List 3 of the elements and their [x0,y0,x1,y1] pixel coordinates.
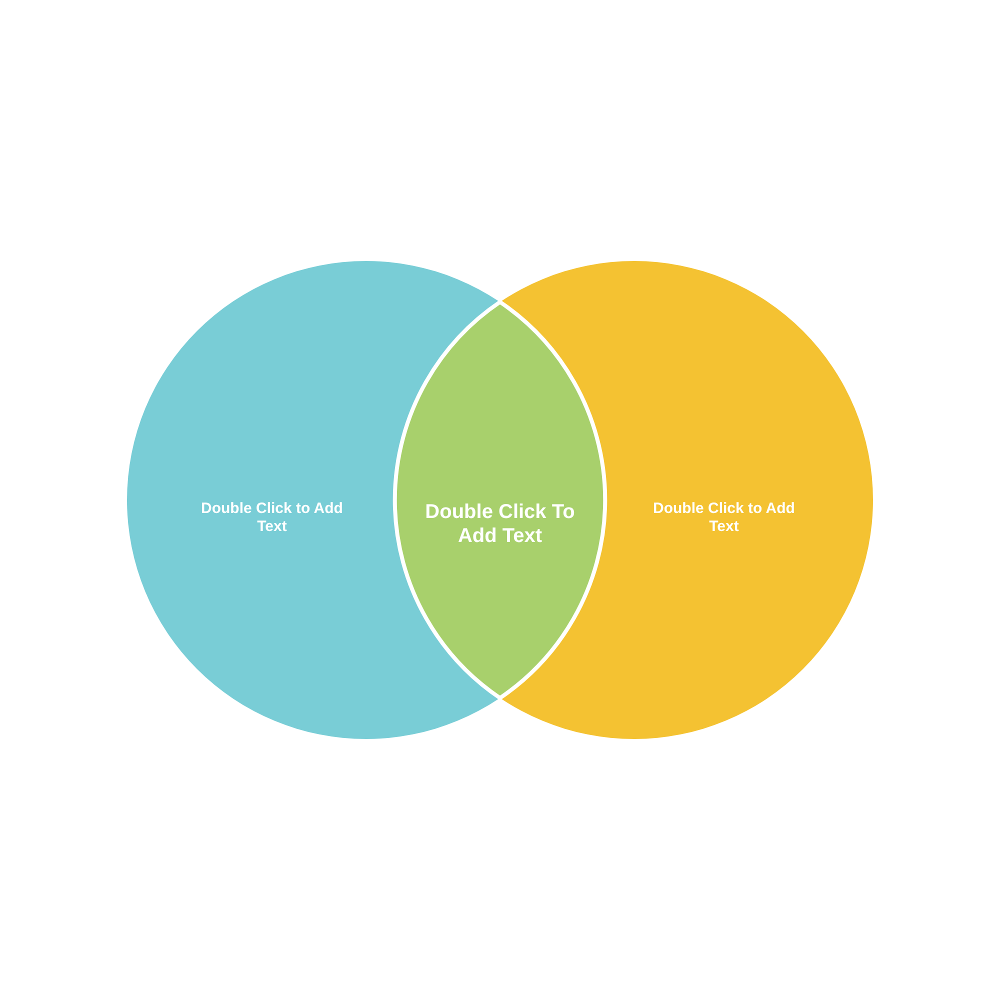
region-label: Double Click To Add Text [424,500,576,548]
region-label: Double Click to Add Text [652,500,796,536]
region-label: Double Click to Add Text [200,500,344,536]
